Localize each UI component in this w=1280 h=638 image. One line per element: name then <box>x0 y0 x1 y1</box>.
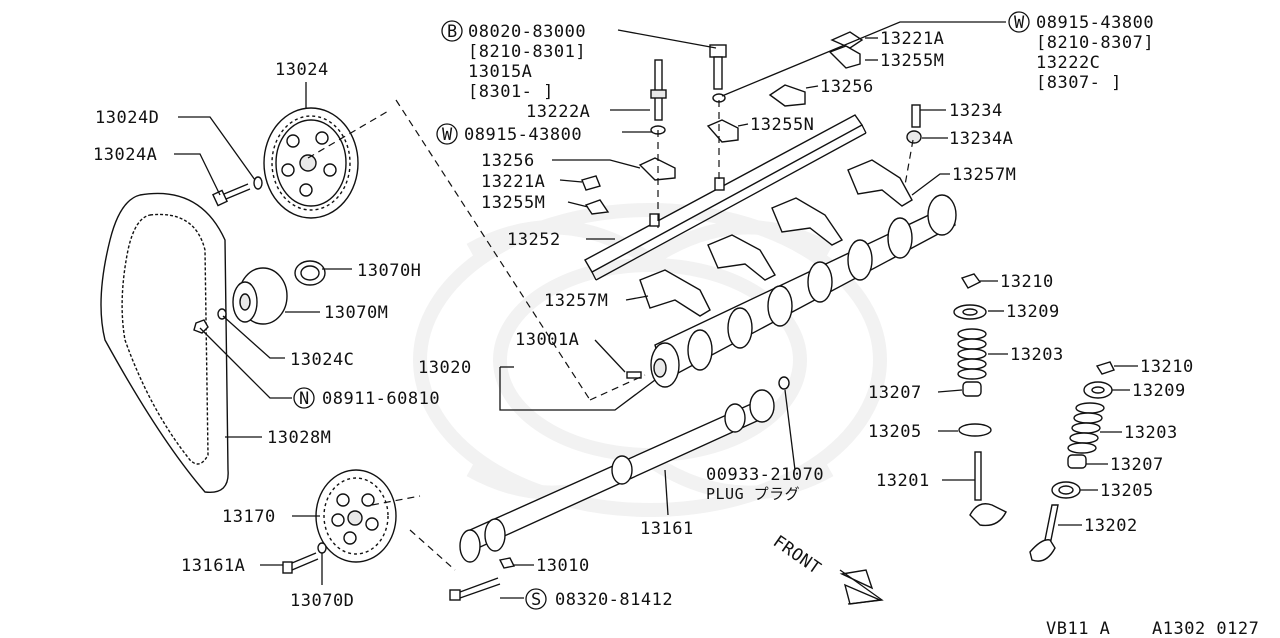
label-13257M-b: 13257M <box>952 165 1016 185</box>
label-13001A: 13001A <box>515 330 579 350</box>
label-13234: 13234 <box>949 101 1003 121</box>
label-13252: 13252 <box>507 230 561 250</box>
prefix-N: N <box>299 389 310 409</box>
label-13205-b: 13205 <box>1100 481 1154 501</box>
label-13255N: 13255N <box>750 115 814 135</box>
label-08320-81412: 08320-81412 <box>555 590 673 610</box>
rocker-shaft <box>584 114 867 281</box>
label-13070D: 13070D <box>290 591 354 611</box>
label-13207-b: 13207 <box>1110 455 1164 475</box>
label-13256-a: 13256 <box>481 151 535 171</box>
label-13222C: 13222C <box>1036 53 1100 73</box>
tensioner-pulley <box>193 267 288 334</box>
prefix-W-a: W <box>442 125 453 145</box>
prefix-B: B <box>447 22 458 42</box>
label-08911-60810: 08911-60810 <box>322 389 440 409</box>
label-13221A-a: 13221A <box>481 172 545 192</box>
label-13203-b: 13203 <box>1124 423 1178 443</box>
rocker-bolts <box>581 31 922 215</box>
label-13070M: 13070M <box>324 303 388 323</box>
valve-assembly-right <box>1029 361 1115 562</box>
label-13015A: 13015A <box>468 62 532 82</box>
label-13070H: 13070H <box>357 261 421 281</box>
label-08020-range1: [8210-8301] <box>468 42 586 62</box>
footer-code: A1302 0127 <box>1152 619 1259 638</box>
jackshaft <box>449 376 790 601</box>
crankshaft-sprocket <box>315 469 397 563</box>
label-13161A: 13161A <box>181 556 245 576</box>
prefix-circles <box>293 11 1030 610</box>
label-08915-range1: [8210-8307] <box>1036 33 1154 53</box>
label-13209-b: 13209 <box>1132 381 1186 401</box>
part-labels: 13024 13024D 13024A 13070H 13070M 13024C… <box>93 13 1259 638</box>
label-13203-a: 13203 <box>1010 345 1064 365</box>
label-13170: 13170 <box>222 507 276 527</box>
label-13020: 13020 <box>418 358 472 378</box>
label-13255M-b: 13255M <box>880 51 944 71</box>
label-08915-43800-b: 08915-43800 <box>1036 13 1154 33</box>
prefix-S: S <box>531 590 542 610</box>
label-13205-a: 13205 <box>868 422 922 442</box>
front-label: FRONT <box>769 532 824 579</box>
sprocket-bolt <box>212 176 263 207</box>
label-13024C: 13024C <box>290 350 354 370</box>
front-arrow: FRONT <box>769 532 884 605</box>
label-13255M-a: 13255M <box>481 193 545 213</box>
label-13256-b: 13256 <box>820 77 874 97</box>
label-13234A: 13234A <box>949 129 1013 149</box>
label-13210-b: 13210 <box>1140 357 1194 377</box>
leader-lines <box>174 21 1138 599</box>
label-08020-range2: [8301- ] <box>468 82 554 102</box>
prefix-W-b: W <box>1014 13 1025 33</box>
footer-model: VB11 A <box>1046 619 1110 638</box>
camshaft-sprocket <box>263 107 359 219</box>
label-08915-43800-a: 08915-43800 <box>464 125 582 145</box>
label-13222A: 13222A <box>526 102 590 122</box>
lower-sprocket-bolt <box>282 542 327 574</box>
label-13024D: 13024D <box>95 108 159 128</box>
label-13201: 13201 <box>876 471 930 491</box>
valve-assembly-left <box>953 273 1007 527</box>
label-08020-83000: 08020-83000 <box>468 22 586 42</box>
label-13210-a: 13210 <box>1000 272 1054 292</box>
label-00933-21070: 00933-21070 <box>706 465 824 485</box>
label-13024: 13024 <box>275 60 329 80</box>
label-13010: 13010 <box>536 556 590 576</box>
label-13221A-b: 13221A <box>880 29 944 49</box>
label-13024A: 13024A <box>93 145 157 165</box>
timing-belt <box>100 192 229 494</box>
label-13028M: 13028M <box>267 428 331 448</box>
label-13161: 13161 <box>640 519 694 539</box>
label-13257M-a: 13257M <box>544 291 608 311</box>
label-13209-a: 13209 <box>1006 302 1060 322</box>
label-13207-a: 13207 <box>868 383 922 403</box>
label-13202: 13202 <box>1084 516 1138 536</box>
rocker-arms <box>639 159 913 317</box>
camshaft <box>626 194 957 388</box>
label-plug: PLUG プラグ <box>706 485 800 503</box>
label-08915-range2: [8307- ] <box>1036 73 1122 93</box>
